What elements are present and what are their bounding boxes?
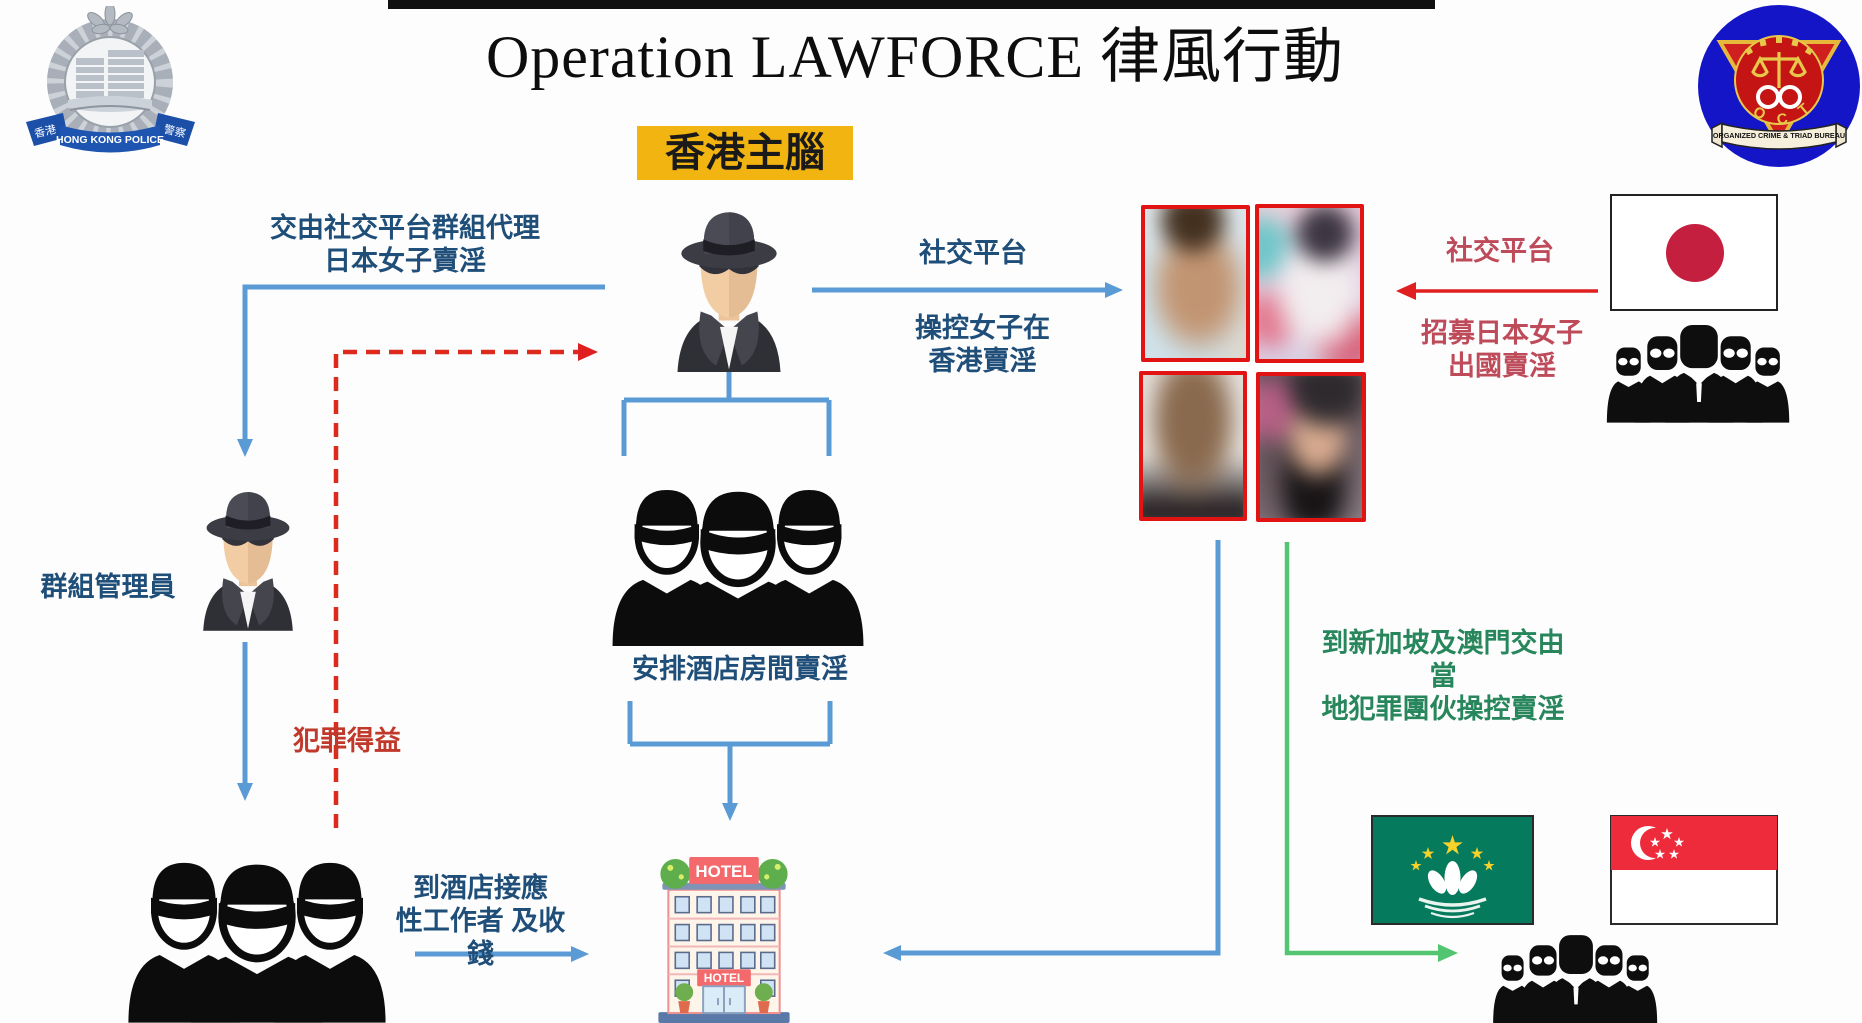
bracket-trio-to-hotel [627, 701, 833, 747]
japan-flag-disc [1666, 224, 1724, 282]
blurred-photo-3-image [1143, 375, 1243, 517]
overseas-syndicate-crowd-icon [1478, 930, 1674, 1023]
octb-badge-icon: O C T B ORGANIZED CRIME & TRIAD BUREAU [1696, 2, 1862, 174]
hkp-banner-text: HONG KONG POLICE [56, 134, 164, 146]
hkp-ribbon-right-text: 警察 [163, 122, 188, 141]
japan-flag-icon [1610, 194, 1778, 311]
hotel-arrangers-trio-icon [602, 468, 874, 646]
blurred-photo-2-image [1259, 208, 1360, 359]
octb-banner-text: ORGANIZED CRIME & TRIAD BUREAU [1713, 131, 1845, 140]
mastermind-highlight-label: 香港主腦 [637, 126, 853, 180]
label-pickup-line2: 性工作者 及收錢 [395, 906, 566, 969]
label-social-platform-left: 社交平台 [919, 238, 1027, 268]
singapore-flag-icon [1610, 815, 1778, 925]
blurred-photo-3 [1139, 371, 1247, 521]
label-pickup-line1: 到酒店接應 [413, 873, 548, 903]
macau-flag-icon [1371, 815, 1534, 925]
label-group-admin: 群組管理員 [40, 572, 176, 602]
label-crime-proceeds: 犯罪得益 [293, 726, 401, 756]
arrow-photos-to-hotel [883, 540, 1221, 961]
label-social-platform-right: 社交平台 [1446, 236, 1554, 266]
blurred-photo-2 [1255, 204, 1364, 363]
label-overseas-handover: 到新加坡及澳門交由當 地犯罪團伙操控賣淫 [1312, 627, 1574, 726]
arrow-mastermind-to-admin [237, 284, 605, 457]
mastermind-spy-icon [660, 202, 798, 372]
money-collectors-trio-icon [118, 840, 396, 1023]
label-delegate-line1: 交由社交平台群組代理 [270, 213, 540, 243]
page-title: Operation LAWFORCE 律風行動 [485, 24, 1345, 90]
bauhinia-flower-icon [87, 6, 133, 35]
label-overseas-line2: 地犯罪團伙操控賣淫 [1321, 694, 1565, 724]
label-recruit-japanese-women: 招募日本女子 出國賣淫 [1412, 317, 1592, 383]
hotel-building-icon [641, 852, 807, 1023]
blurred-photo-1 [1141, 205, 1250, 362]
japan-syndicate-crowd-icon [1605, 316, 1793, 426]
label-overseas-line1: 到新加坡及澳門交由當 [1321, 628, 1565, 691]
label-control-line1: 操控女子在 [915, 313, 1050, 343]
label-control-women: 操控女子在 香港賣淫 [900, 312, 1065, 378]
blurred-photo-4 [1256, 372, 1366, 522]
label-arrange-hotel-rooms: 安排酒店房間賣淫 [632, 654, 848, 684]
group-admin-spy-icon [192, 478, 304, 636]
label-control-line2: 香港賣淫 [928, 346, 1037, 376]
blurred-photo-1-image [1145, 209, 1246, 358]
top-black-bar [388, 0, 1435, 9]
label-recruit-line2: 出國賣淫 [1448, 351, 1556, 381]
label-pickup-collect-money: 到酒店接應 性工作者 及收錢 [383, 872, 578, 971]
label-delegate-agents: 交由社交平台群組代理 日本女子賣淫 [225, 212, 585, 278]
hkp-ribbon-left-text: 香港 [33, 123, 57, 141]
label-recruit-line1: 招募日本女子 [1421, 318, 1583, 348]
blurred-photo-4-image [1260, 376, 1362, 518]
hong-kong-police-crest-icon: 香港 警察 HONG KONG POLICE [8, 6, 213, 166]
bracket-mastermind-to-trio [621, 368, 832, 456]
label-delegate-line2: 日本女子賣淫 [324, 246, 486, 276]
